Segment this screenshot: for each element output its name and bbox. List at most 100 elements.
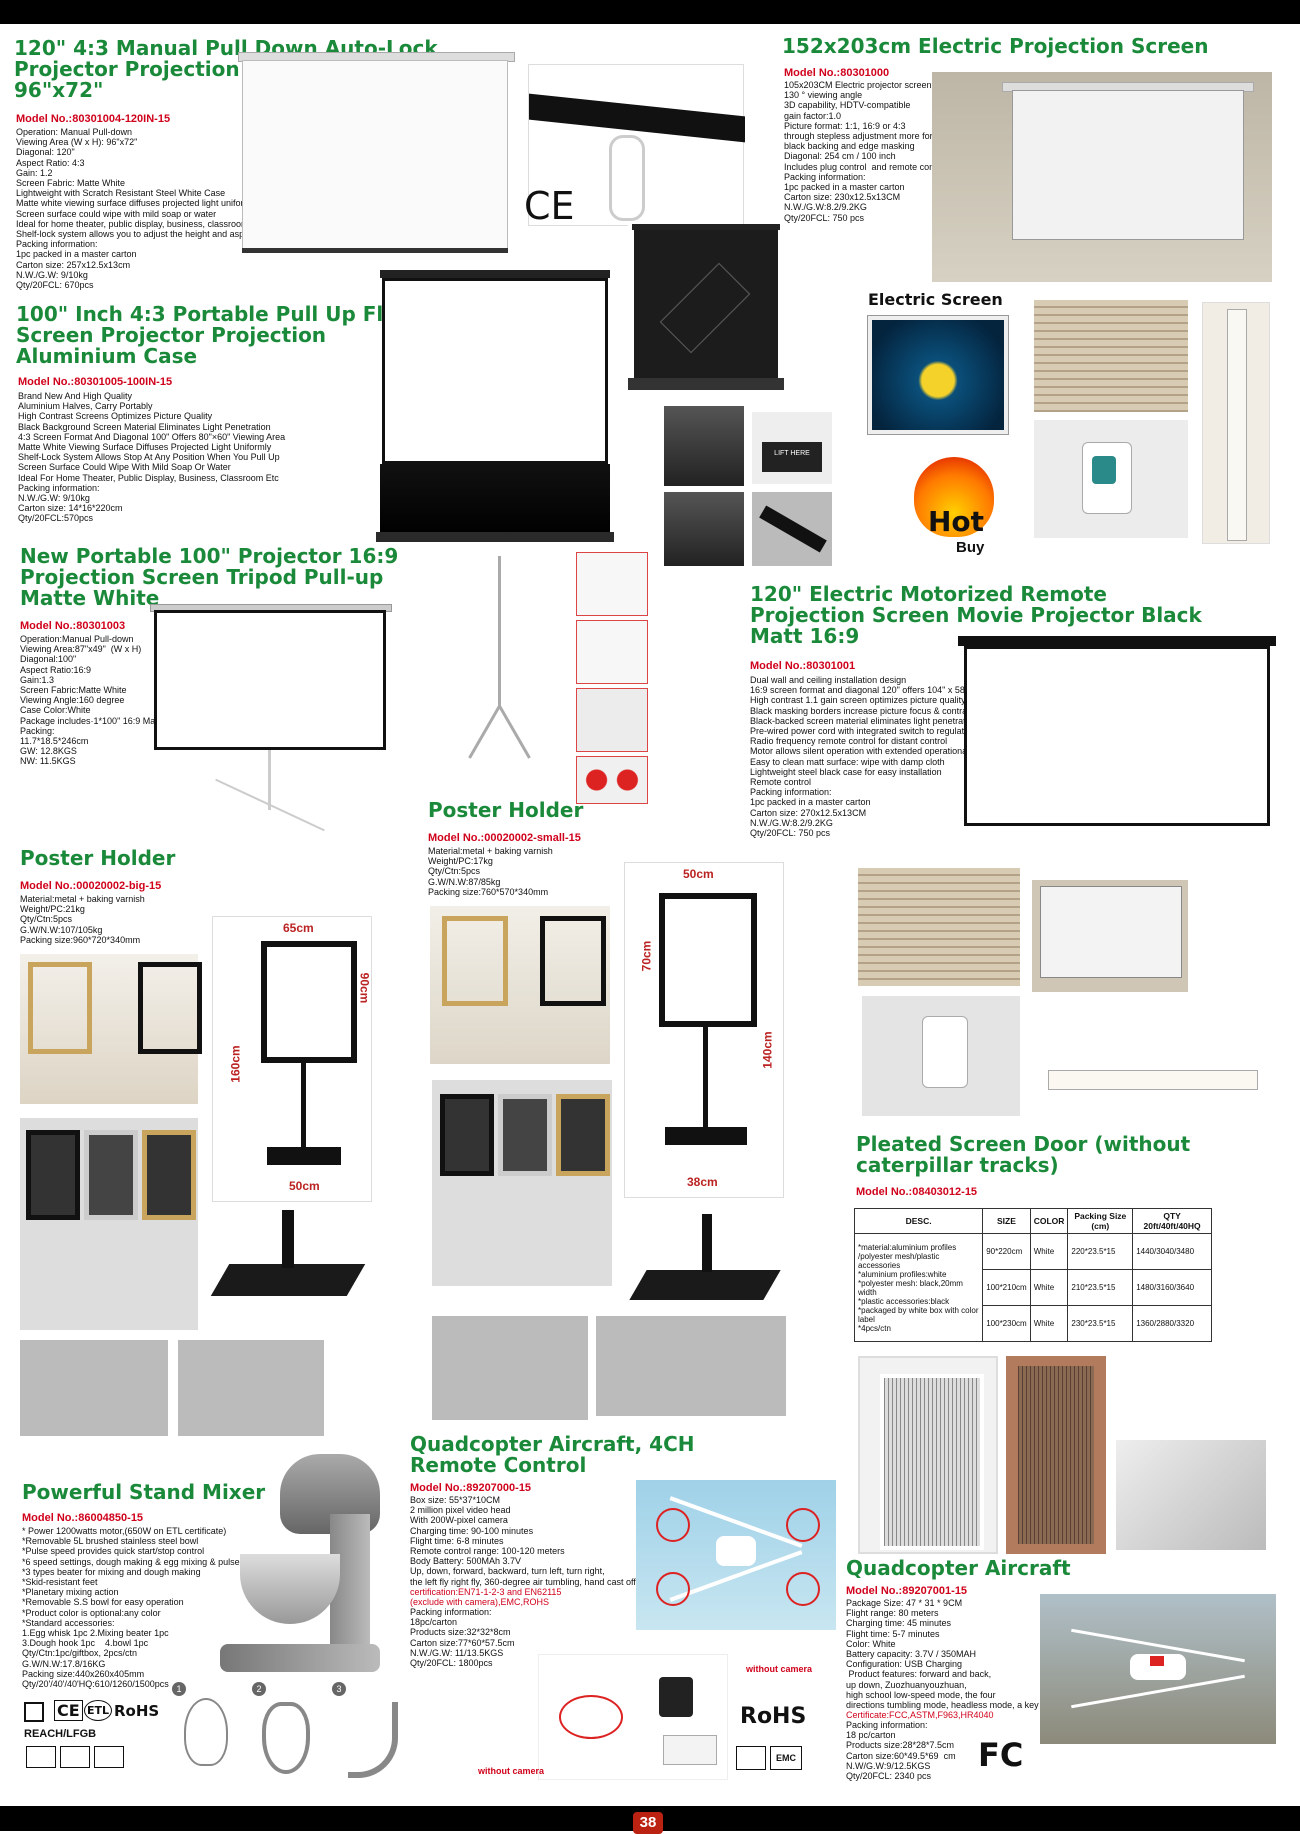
section10-cert-line2: (exclude with camera),EMC,ROHS	[410, 1597, 550, 1607]
control-box-photo	[862, 996, 1020, 1116]
section5-title: 120" Electric Motorized Remote Projectio…	[750, 582, 1202, 648]
table-header: COLOR	[1029, 1208, 1069, 1234]
small-base-dim: 38cm	[687, 1175, 718, 1189]
screen-tube-horizontal-photo	[1038, 1048, 1266, 1116]
rohs-logo: RoHS	[114, 1702, 160, 1720]
big-height-dim: 160cm	[228, 1045, 243, 1083]
cert-badge-icon-2	[60, 1746, 90, 1768]
table-header: Packing Size (cm)	[1067, 1208, 1134, 1234]
table-cell: 100*230cm	[982, 1305, 1031, 1342]
dough-hook-photo: 3	[328, 1682, 418, 1792]
section9-model: Model No.:86004850-15	[22, 1512, 144, 1524]
section3-specs: Brand New And High Quality Aluminium Hal…	[18, 391, 286, 524]
warehouse-stack-photo	[1034, 300, 1188, 412]
cert-badge-icon-1	[26, 1746, 56, 1768]
emc-badge-icon	[94, 1746, 124, 1768]
tripod-part-photo-2	[576, 620, 648, 684]
small-holder-base-photo	[628, 1214, 786, 1314]
electric-screen-fish-photo: Electric Screen	[862, 290, 1012, 444]
screen-door-spec-table: DESC. SIZE COLOR Packing Size (cm) QTY 2…	[853, 1208, 1212, 1342]
section6-specs: Material:metal + baking varnish Weight/P…	[428, 846, 553, 897]
big-holder-photo	[20, 954, 202, 1104]
tripod-screen-photo	[150, 604, 392, 836]
table-cell: 1480/3160/3640	[1132, 1269, 1212, 1306]
table-cell: 1360/2880/3320	[1132, 1305, 1212, 1342]
big-frame-edge-photo	[178, 1340, 324, 1436]
big-holder-diagram: 65cm 90cm 160cm 50cm	[212, 916, 372, 1202]
page-number-badge: 38	[633, 1812, 663, 1834]
screen-cartons-photo	[858, 868, 1020, 986]
table-header: DESC.	[853, 1208, 984, 1234]
bar-detail-photo	[752, 492, 832, 566]
section9-title: Powerful Stand Mixer	[22, 1480, 266, 1504]
section3-model: Model No.:80301005-100IN-15	[18, 376, 173, 388]
section10-title: Quadcopter Aircraft, 4CH Remote Control	[410, 1432, 695, 1477]
quadcopter-4ch-photo	[636, 1480, 836, 1630]
big-holder-base-photo	[210, 1210, 372, 1320]
section11-title: Quadcopter Aircraft	[846, 1556, 1071, 1580]
table-cell: 1440/3040/3480	[1132, 1233, 1212, 1270]
ce-mark: CE	[524, 184, 575, 228]
section11-specs: Package Size: 47 * 31 * 9CM Flight range…	[846, 1598, 1065, 1711]
table-header: QTY 20ft/40ft/40HQ	[1132, 1208, 1212, 1234]
etl-logo: ETL	[84, 1700, 113, 1721]
table-cell: White	[1029, 1305, 1069, 1342]
section1-model: Model No.:80301004-120IN-15	[16, 113, 171, 125]
big-holder-phone-photo	[20, 1118, 198, 1330]
table-header: SIZE	[982, 1208, 1031, 1234]
electric-screen-label: Electric Screen	[868, 290, 1003, 309]
small-frame-corner-photo	[432, 1316, 588, 1420]
stand-mixer-photo	[210, 1454, 390, 1676]
section10-cert-line1: certification:EN71-1-2-3 and EN62115	[410, 1587, 562, 1597]
mixing-beater-photo: 2	[248, 1682, 318, 1792]
table-cell: 230*23.5*15	[1067, 1305, 1134, 1342]
screen-door-detail-photo	[1116, 1440, 1266, 1550]
remote-control-photo	[1034, 420, 1188, 538]
section2-title: 152x203cm Electric Projection Screen	[782, 34, 1209, 58]
buy-label: Buy	[956, 539, 985, 556]
section11-model: Model No.:89207001-15	[846, 1585, 968, 1597]
section8-model: Model No.:08403012-15	[856, 1186, 978, 1198]
motorized-screen-photo	[958, 636, 1276, 848]
big-side-dim: 90cm	[357, 972, 372, 1004]
table-cell: 100*210cm	[982, 1269, 1031, 1306]
table-cell: 90*220cm	[982, 1233, 1031, 1270]
table-cell: 220*23.5*15	[1067, 1233, 1134, 1270]
big-top-dim: 65cm	[283, 921, 314, 935]
floor-screen-back-photo	[628, 224, 784, 396]
table-cell: 210*23.5*15	[1067, 1269, 1134, 1306]
table-cell: White	[1029, 1233, 1069, 1270]
section11-cert: Certificate:FCC,ASTM,F963,HR4040	[846, 1710, 994, 1720]
top-border	[0, 0, 1300, 24]
manual-screen-photo	[238, 52, 515, 257]
lift-handle-photo: LIFT HERE	[752, 412, 832, 484]
electric-screen-room-photo	[932, 72, 1272, 282]
cert-triangle-icon	[736, 1746, 766, 1770]
section4-model: Model No.:80301003	[20, 620, 126, 632]
accessory-number-1: 1	[172, 1682, 186, 1696]
emc-logo-quad: EMC	[770, 1746, 802, 1770]
section10-specs2: Packing information: 18pc/carton Product…	[410, 1607, 515, 1669]
table-desc-cell: *material:aluminium profiles /polyester …	[853, 1233, 984, 1342]
hinge-detail-photo	[664, 492, 744, 566]
section6-model: Model No.:00020002-small-15	[428, 832, 581, 844]
section7-model: Model No.:00020002-big-15	[20, 880, 162, 892]
big-base-dim: 50cm	[289, 1179, 320, 1193]
rohs-logo-quad: RoHS	[740, 1704, 807, 1729]
installed-screen-photo	[1032, 880, 1188, 992]
scissor-mechanism-photo	[664, 406, 744, 486]
table-row: *material:aluminium profiles /polyester …	[853, 1233, 1212, 1342]
section4-title: New Portable 100" Projector 16:9 Project…	[20, 544, 399, 610]
small-frame-edge-photo	[596, 1316, 786, 1416]
lift-here-label: LIFT HERE	[774, 450, 810, 457]
hot-buy-badge: Hot Buy	[904, 453, 1004, 569]
screen-door-photo-2	[1006, 1356, 1106, 1554]
small-side-dim: 70cm	[639, 940, 654, 972]
table-header-row: DESC. SIZE COLOR Packing Size (cm) QTY 2…	[853, 1208, 1212, 1234]
table-cell: White	[1029, 1269, 1069, 1306]
section10-specs: Box size: 55*37*10CM 2 million pixel vid…	[410, 1495, 636, 1587]
small-holder-phone-photo	[432, 1080, 612, 1286]
section9-specs: * Power 1200watts motor,(650W on ETL cer…	[22, 1526, 274, 1690]
small-height-dim: 140cm	[760, 1031, 775, 1069]
square-mark-icon	[24, 1702, 44, 1722]
